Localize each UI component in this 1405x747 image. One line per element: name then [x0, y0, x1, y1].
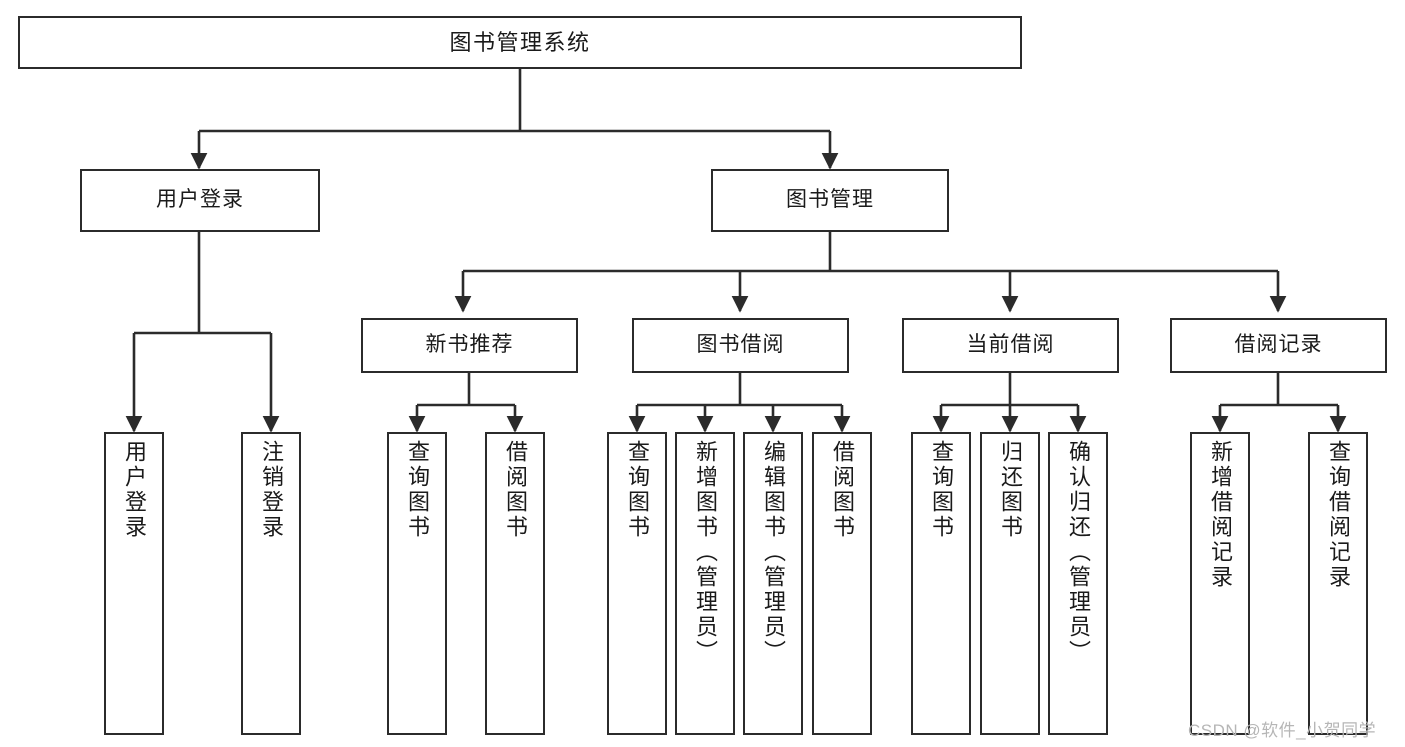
csdn-watermark: CSDN @软件_小贺同学: [1188, 721, 1377, 740]
node-user-login[interactable]: 用户登录: [80, 169, 320, 232]
node-book-manage[interactable]: 图书管理: [711, 169, 949, 232]
leaf-book-borrow-add[interactable]: 新增图书（管理员）: [675, 432, 735, 735]
leaf-borrow-record-add-label: 新增借阅记录: [1208, 440, 1233, 590]
node-book-borrow-label: 图书借阅: [696, 333, 785, 357]
leaf-borrow-record-add[interactable]: 新增借阅记录: [1190, 432, 1250, 735]
node-borrow-record[interactable]: 借阅记录: [1170, 318, 1387, 373]
leaf-current-borrow-return-label: 归还图书: [998, 440, 1023, 540]
node-new-book-recommend[interactable]: 新书推荐: [361, 318, 578, 373]
node-current-borrow-label: 当前借阅: [966, 333, 1055, 357]
leaf-user-login-login-label: 用户登录: [122, 440, 147, 540]
leaf-current-borrow-return[interactable]: 归还图书: [980, 432, 1040, 735]
leaf-borrow-record-query[interactable]: 查询借阅记录: [1308, 432, 1368, 735]
leaf-user-login-login[interactable]: 用户登录: [104, 432, 164, 735]
leaf-user-login-logout[interactable]: 注销登录: [241, 432, 301, 735]
leaf-book-borrow-borrow[interactable]: 借阅图书: [812, 432, 872, 735]
leaf-new-book-borrow[interactable]: 借阅图书: [485, 432, 545, 735]
leaf-book-borrow-query[interactable]: 查询图书: [607, 432, 667, 735]
leaf-current-borrow-confirm-return-label: 确认归还（管理员）: [1066, 440, 1091, 665]
node-root-system[interactable]: 图书管理系统: [18, 16, 1022, 69]
node-root-system-label: 图书管理系统: [449, 29, 591, 55]
leaf-book-borrow-edit[interactable]: 编辑图书（管理员）: [743, 432, 803, 735]
node-book-manage-label: 图书管理: [786, 188, 874, 212]
leaf-book-borrow-query-label: 查询图书: [625, 440, 650, 540]
node-user-login-label: 用户登录: [156, 188, 244, 212]
leaf-new-book-query[interactable]: 查询图书: [387, 432, 447, 735]
leaf-book-borrow-borrow-label: 借阅图书: [830, 440, 855, 540]
leaf-borrow-record-query-label: 查询借阅记录: [1326, 440, 1351, 590]
node-new-book-recommend-label: 新书推荐: [425, 333, 514, 357]
node-borrow-record-label: 借阅记录: [1234, 333, 1323, 357]
leaf-current-borrow-confirm-return[interactable]: 确认归还（管理员）: [1048, 432, 1108, 735]
leaf-current-borrow-query[interactable]: 查询图书: [911, 432, 971, 735]
leaf-new-book-borrow-label: 借阅图书: [503, 440, 528, 540]
leaf-user-login-logout-label: 注销登录: [259, 440, 284, 540]
node-book-borrow[interactable]: 图书借阅: [632, 318, 849, 373]
leaf-book-borrow-edit-label: 编辑图书（管理员）: [761, 440, 786, 665]
leaf-current-borrow-query-label: 查询图书: [929, 440, 954, 540]
leaf-book-borrow-add-label: 新增图书（管理员）: [693, 440, 718, 665]
leaf-new-book-query-label: 查询图书: [405, 440, 430, 540]
node-current-borrow[interactable]: 当前借阅: [902, 318, 1119, 373]
